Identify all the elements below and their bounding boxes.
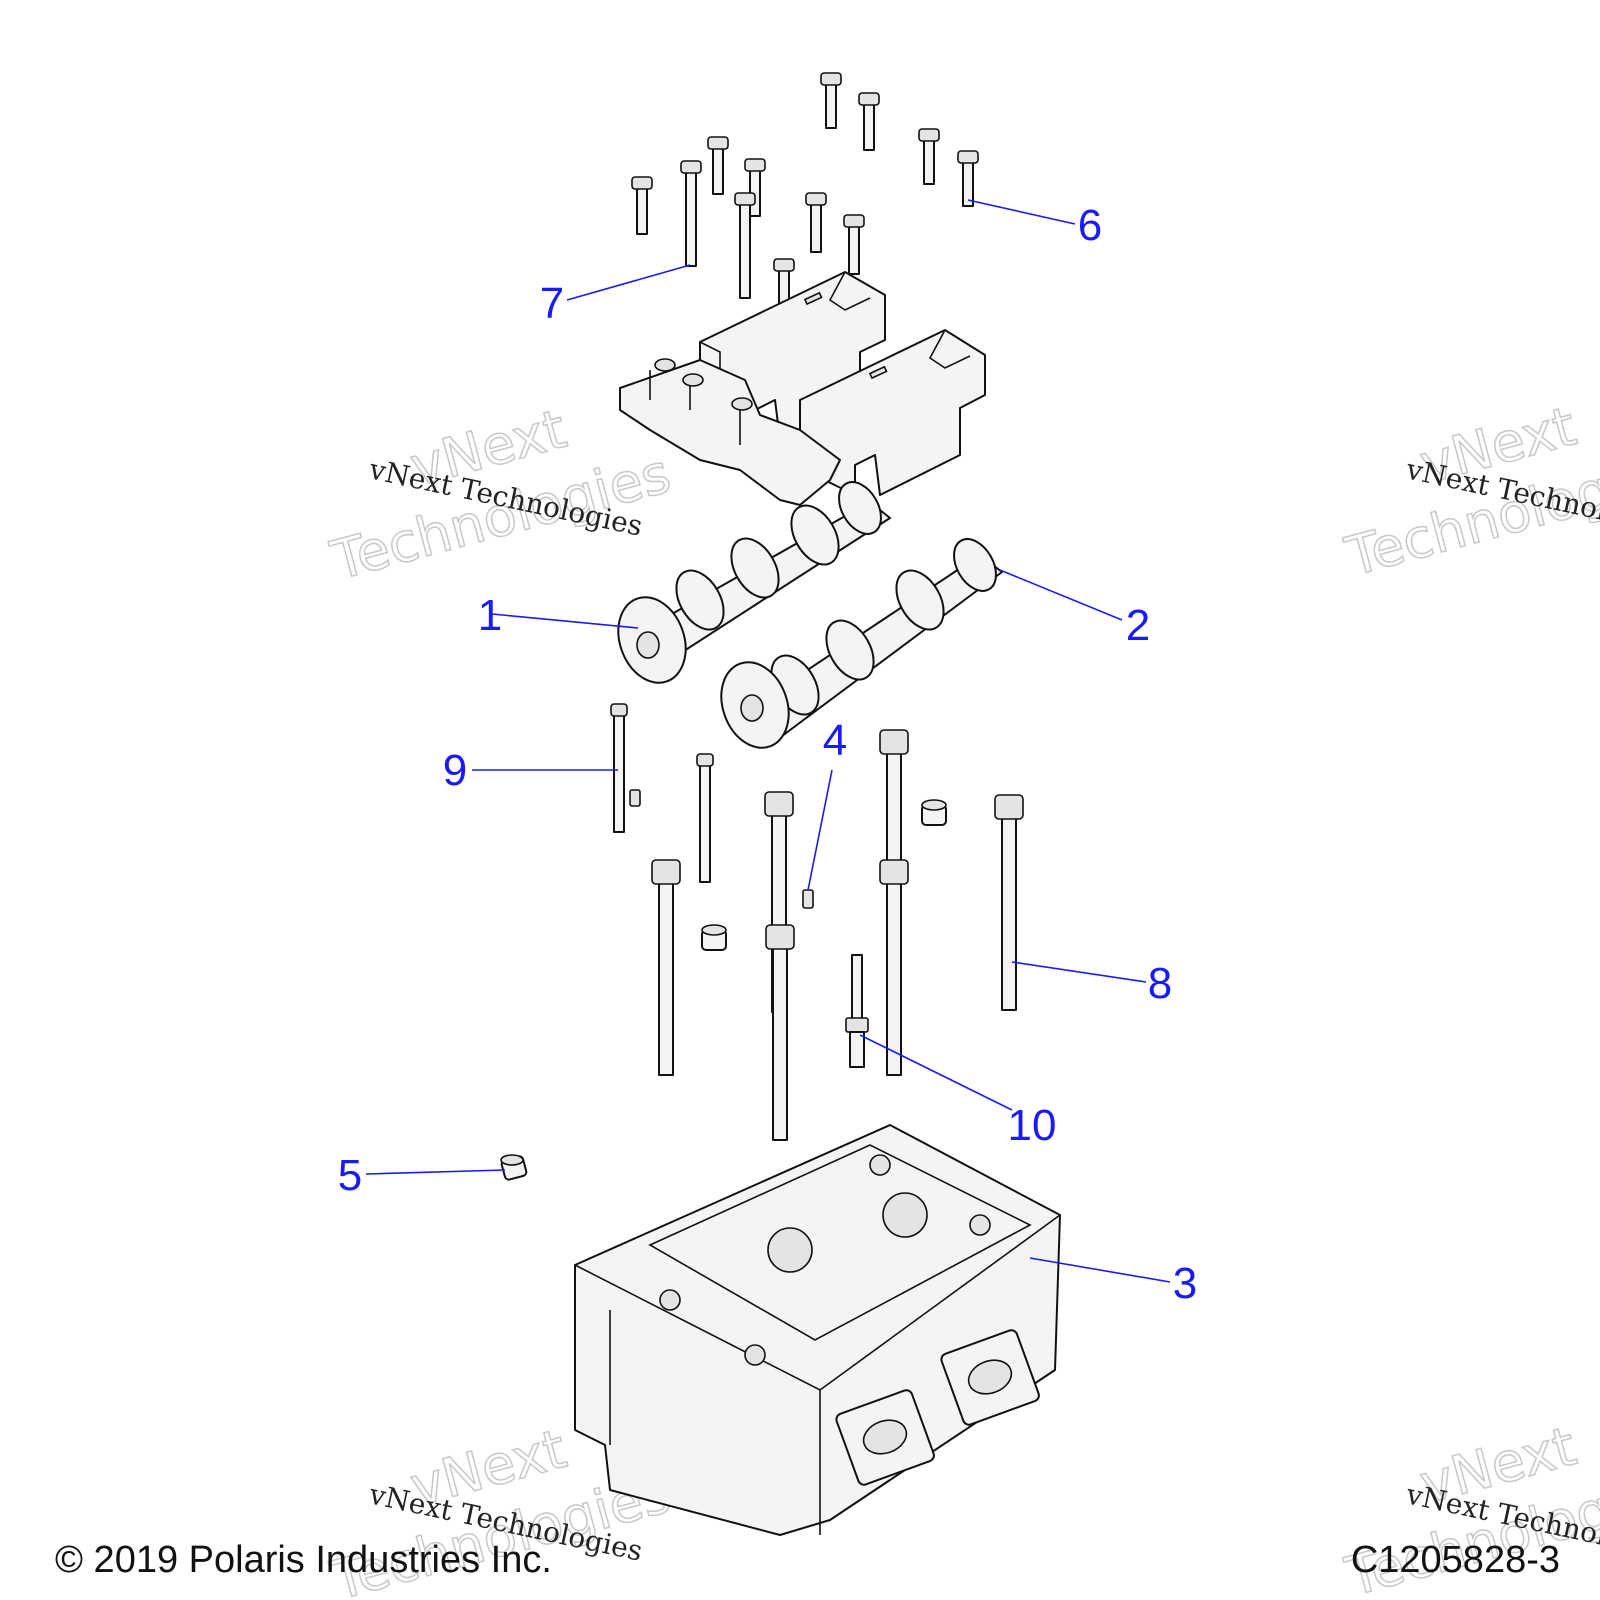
bolt: [918, 128, 940, 185]
bolt: [957, 150, 979, 207]
leader-3: [1029, 1257, 1171, 1283]
leader-6: [967, 199, 1076, 225]
bolt: [631, 176, 653, 235]
head-bolt: [765, 924, 795, 1141]
bolt: [734, 192, 756, 299]
head-bolt: [651, 859, 681, 1076]
head-bolt: [879, 859, 909, 1076]
callout-5: 5: [338, 1151, 362, 1200]
bolt: [858, 92, 880, 151]
bolt: [820, 72, 842, 129]
callout-6: 6: [1078, 201, 1102, 250]
bolt: [707, 136, 729, 195]
callout-9: 9: [443, 746, 467, 795]
intake-camshaft: [617, 481, 891, 684]
dowel: [701, 924, 727, 951]
fitting-stud: [845, 954, 869, 1068]
callout-labels: 1 2 3 4 5 6 7 8 9 10: [338, 201, 1197, 1308]
bolt: [680, 160, 702, 267]
leader-2: [999, 569, 1123, 621]
leader-5: [365, 1169, 506, 1175]
callout-2: 2: [1126, 601, 1150, 650]
callout-3: 3: [1173, 1259, 1197, 1308]
stud: [610, 703, 628, 833]
drawing-number: C1205828-3: [1350, 1539, 1560, 1581]
leader-lines: [365, 199, 1171, 1283]
head-bolts: [610, 703, 1024, 1141]
leader-7: [566, 264, 691, 301]
stud: [696, 753, 714, 883]
leader-1: [491, 613, 639, 629]
callout-8: 8: [1148, 959, 1172, 1008]
dowel-pins: [500, 789, 947, 1181]
cam-carrier-lower: [619, 358, 841, 506]
callout-10: 10: [1008, 1101, 1057, 1150]
bolt: [843, 214, 865, 275]
cylinder-head: [574, 1124, 1061, 1536]
bolt: [744, 158, 766, 217]
callout-7: 7: [540, 279, 564, 328]
leader-4: [807, 769, 833, 891]
callout-4: 4: [823, 716, 847, 765]
exhaust-camshaft: [720, 538, 1003, 749]
cam-cap-bolts: [631, 72, 979, 319]
leader-8: [1011, 961, 1147, 983]
callout-1: 1: [478, 591, 502, 640]
dowel-loose: [500, 1154, 528, 1181]
dowel: [921, 799, 947, 826]
copyright-notice: © 2019 Polaris Industries Inc.: [55, 1539, 552, 1581]
leader-10: [859, 1034, 1013, 1111]
head-bolt: [994, 794, 1024, 1011]
bolt: [805, 192, 827, 253]
